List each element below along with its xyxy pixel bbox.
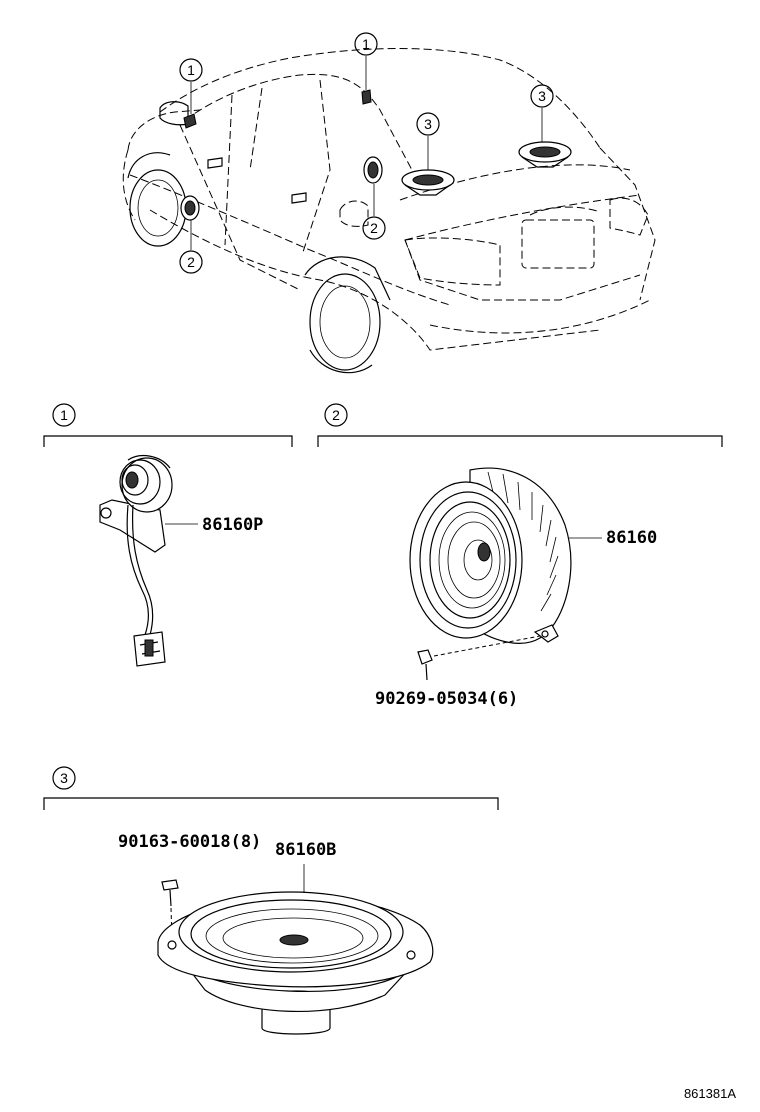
section-3-marker: 3 <box>52 766 76 790</box>
car-tweeter-roof <box>361 89 372 105</box>
svg-text:2: 2 <box>187 254 195 270</box>
section-1-bracket <box>43 435 293 447</box>
svg-text:2: 2 <box>332 407 340 423</box>
car-speaker-deck-right <box>518 141 572 168</box>
section-2-bracket <box>317 435 723 447</box>
section-3: 3 90163-60018(8) 86160B <box>43 766 499 1035</box>
section-3-bracket <box>43 797 499 810</box>
car-tweeter-front <box>183 113 197 129</box>
part-number-86160B: 86160B <box>275 840 336 860</box>
section-1: 1 86160P <box>43 403 293 667</box>
car-speaker-deck-left <box>401 169 455 196</box>
car-illustration <box>122 48 656 374</box>
svg-text:1: 1 <box>60 407 68 423</box>
section-1-marker: 1 <box>52 403 76 427</box>
callout-car-2a: 2 <box>179 250 203 274</box>
svg-text:3: 3 <box>424 116 432 132</box>
svg-text:1: 1 <box>362 36 370 52</box>
part-number-90269-05034: 90269-05034(6) <box>375 689 518 709</box>
part-number-90163-60018: 90163-60018(8) <box>118 832 261 852</box>
rear-speaker-part <box>157 891 434 1035</box>
part-number-86160: 86160 <box>606 528 657 548</box>
diagram-reference-code: 861381A <box>684 1086 736 1101</box>
car-speaker-rear-door <box>363 156 383 184</box>
front-screw <box>417 649 433 681</box>
svg-text:3: 3 <box>60 770 68 786</box>
svg-text:1: 1 <box>187 62 195 78</box>
part-number-86160P: 86160P <box>202 515 263 535</box>
front-speaker-part <box>409 467 572 644</box>
car-speaker-front-door <box>180 195 200 221</box>
tweeter-part <box>99 454 173 667</box>
svg-text:2: 2 <box>370 220 378 236</box>
callout-car-1b: 1 <box>354 32 378 56</box>
section-2-marker: 2 <box>324 403 348 427</box>
callout-car-1a: 1 <box>179 58 203 82</box>
callout-car-3b: 3 <box>530 84 554 108</box>
front-wheel <box>127 152 187 247</box>
rear-wheel <box>304 256 391 374</box>
section-2: 2 86160 <box>317 403 723 709</box>
rear-screw <box>161 879 179 907</box>
svg-text:3: 3 <box>538 88 546 104</box>
callout-car-2b: 2 <box>362 216 386 240</box>
callout-car-3a: 3 <box>416 112 440 136</box>
